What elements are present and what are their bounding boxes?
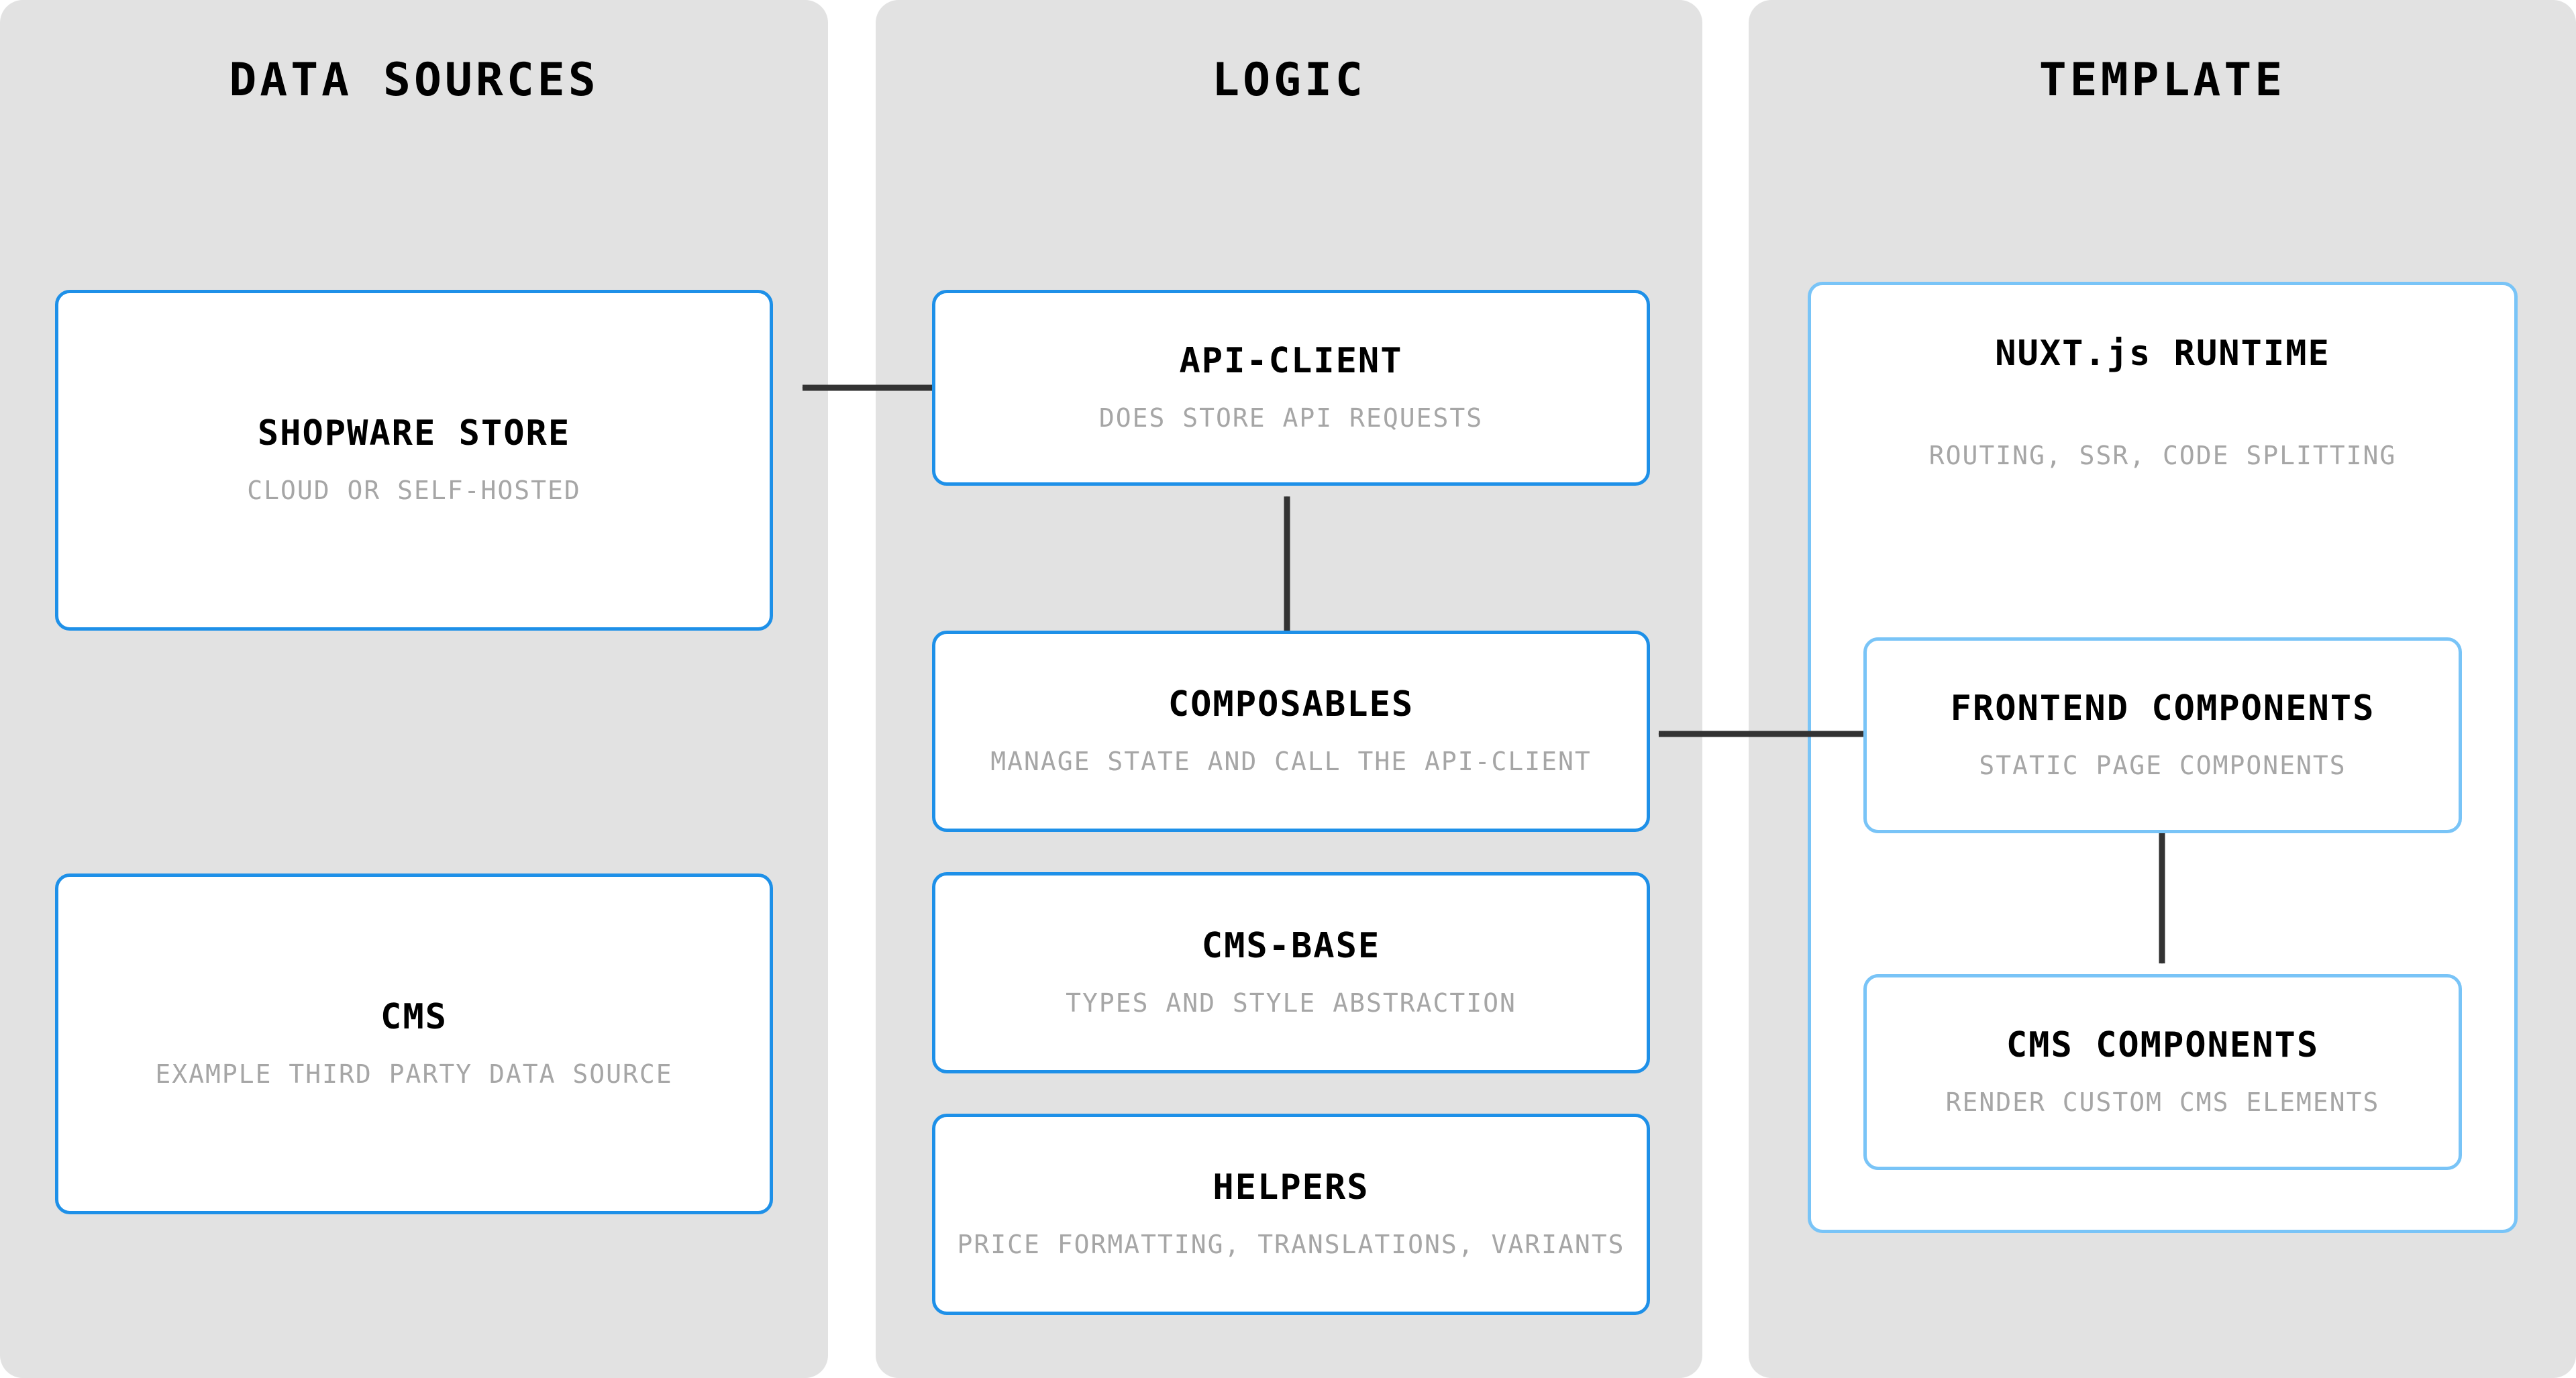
column-title-logic: LOGIC bbox=[1212, 54, 1366, 107]
node-title-shopware-store: SHOPWARE STORE bbox=[257, 413, 571, 454]
node-cms-base[interactable]: CMS-BASE TYPES AND STYLE ABSTRACTION bbox=[932, 872, 1650, 1073]
node-subtitle-composables: MANAGE STATE AND CALL THE API-CLIENT bbox=[990, 747, 1592, 777]
node-cms-components[interactable]: CMS COMPONENTS RENDER CUSTOM CMS ELEMENT… bbox=[1863, 974, 2462, 1170]
node-subtitle-cms-base: TYPES AND STYLE ABSTRACTION bbox=[1066, 988, 1516, 1018]
column-title-template: TEMPLATE bbox=[2039, 54, 2286, 107]
group-title-nuxt-runtime: NUXT.js RUNTIME bbox=[1995, 333, 2330, 374]
node-title-cms-base: CMS-BASE bbox=[1201, 925, 1381, 966]
node-subtitle-frontend-components: STATIC PAGE COMPONENTS bbox=[1979, 751, 2347, 781]
node-subtitle-helpers: PRICE FORMATTING, TRANSLATIONS, VARIANTS bbox=[957, 1230, 1625, 1260]
node-title-helpers: HELPERS bbox=[1213, 1167, 1370, 1208]
node-title-cms-components: CMS COMPONENTS bbox=[2006, 1024, 2320, 1065]
node-subtitle-api-client: DOES STORE API REQUESTS bbox=[1098, 403, 1484, 433]
node-title-composables: COMPOSABLES bbox=[1168, 684, 1414, 725]
node-helpers[interactable]: HELPERS PRICE FORMATTING, TRANSLATIONS, … bbox=[932, 1114, 1650, 1315]
node-api-client[interactable]: API-CLIENT DOES STORE API REQUESTS bbox=[932, 290, 1650, 486]
node-subtitle-shopware-store: CLOUD OR SELF-HOSTED bbox=[247, 476, 581, 506]
node-subtitle-cms-components: RENDER CUSTOM CMS ELEMENTS bbox=[1945, 1088, 2380, 1118]
group-subtitle-nuxt-runtime: ROUTING, SSR, CODE SPLITTING bbox=[1928, 441, 2397, 470]
node-cms[interactable]: CMS EXAMPLE THIRD PARTY DATA SOURCE bbox=[55, 873, 773, 1214]
node-title-frontend-components: FRONTEND COMPONENTS bbox=[1950, 688, 2375, 729]
column-title-data-sources: DATA SOURCES bbox=[229, 54, 599, 107]
node-composables[interactable]: COMPOSABLES MANAGE STATE AND CALL THE AP… bbox=[932, 631, 1650, 832]
node-title-cms: CMS bbox=[380, 996, 448, 1037]
node-shopware-store[interactable]: SHOPWARE STORE CLOUD OR SELF-HOSTED bbox=[55, 290, 773, 631]
node-title-api-client: API-CLIENT bbox=[1179, 340, 1403, 381]
node-frontend-components[interactable]: FRONTEND COMPONENTS STATIC PAGE COMPONEN… bbox=[1863, 637, 2462, 833]
node-subtitle-cms: EXAMPLE THIRD PARTY DATA SOURCE bbox=[155, 1059, 673, 1090]
